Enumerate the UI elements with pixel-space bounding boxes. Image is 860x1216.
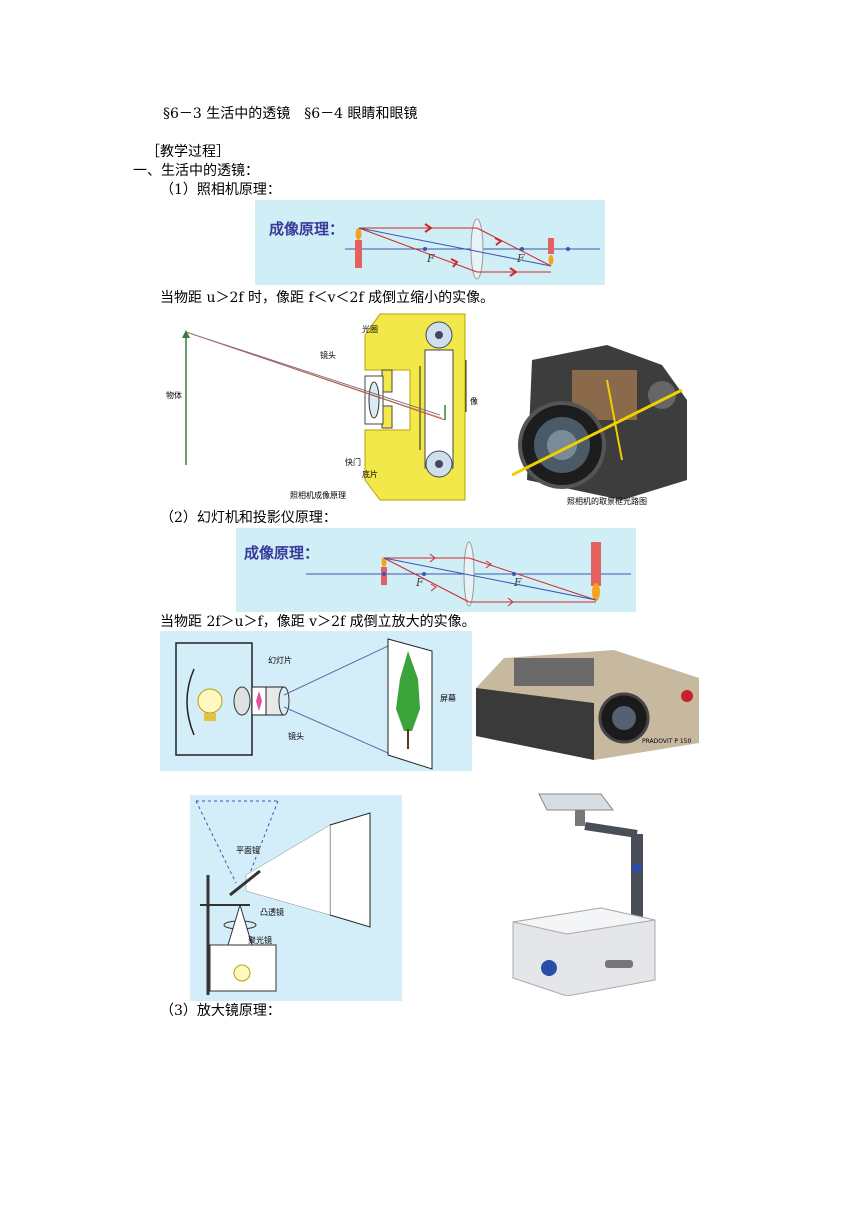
camera-cutaway-photo: 照相机的取景框光路图	[512, 340, 702, 510]
diagram-title: 成像原理：	[244, 544, 320, 562]
label-lens: 镜头	[320, 350, 336, 360]
item2-heading: （2）幻灯机和投影仪原理：	[160, 510, 337, 526]
overhead-projector-photo	[505, 790, 657, 996]
label-screen: 屏幕	[440, 693, 456, 703]
focal-left-label: F	[426, 252, 435, 265]
camera-structure-diagram: 物体 镜头 光圈 像 快门 底片 照相机成像原理	[160, 310, 478, 508]
slide-projector-diagram: 幻灯片 镜头 屏幕	[160, 631, 472, 771]
label-convex-lens: 凸透镜	[260, 907, 284, 917]
projector-ray-diagram: 成像原理： F F	[236, 528, 636, 612]
page-title: §6－3 生活中的透镜 §6－4 眼睛和眼镜	[163, 106, 418, 122]
part1-heading: 一、生活中的透镜：	[133, 163, 259, 179]
item1-heading: （1）照相机原理：	[160, 182, 281, 198]
label-shutter: 快门	[345, 457, 361, 467]
label-condenser: 聚光镜	[248, 935, 272, 945]
item1-statement: 当物距 u＞2f 时，像距 f＜v＜2f 成倒立缩小的实像。	[160, 290, 495, 306]
label-aperture: 光圈	[362, 324, 378, 334]
focal-right-label: F	[513, 576, 522, 589]
item3-heading: （3）放大镜原理：	[160, 1003, 281, 1019]
brand-text: PRADOVIT P 150	[642, 738, 691, 745]
camera-ray-diagram: 成像原理： F F	[255, 200, 605, 285]
diagram-title: 成像原理：	[269, 220, 345, 238]
focal-right-label: F	[516, 252, 525, 265]
item2-statement: 当物距 2f＞u＞f，像距 v＞2f 成倒立放大的实像。	[160, 614, 476, 630]
label-image: 像	[470, 396, 478, 406]
label-slide: 幻灯片	[268, 655, 292, 665]
label-lens: 镜头	[288, 731, 304, 741]
label-film: 底片	[362, 469, 378, 479]
slide-projector-photo: PRADOVIT P 150	[474, 648, 704, 766]
label-mirror: 平面镜	[236, 845, 260, 855]
caption-camera-cutaway: 照相机的取景框光路图	[567, 496, 647, 506]
caption-camera-structure: 照相机成像原理	[290, 490, 346, 500]
teaching-process-label: ［教学过程］	[146, 144, 230, 160]
label-object: 物体	[166, 390, 182, 400]
overhead-projector-diagram: 平面镜 凸透镜 聚光镜	[190, 795, 402, 1001]
focal-left-label: F	[415, 576, 424, 589]
